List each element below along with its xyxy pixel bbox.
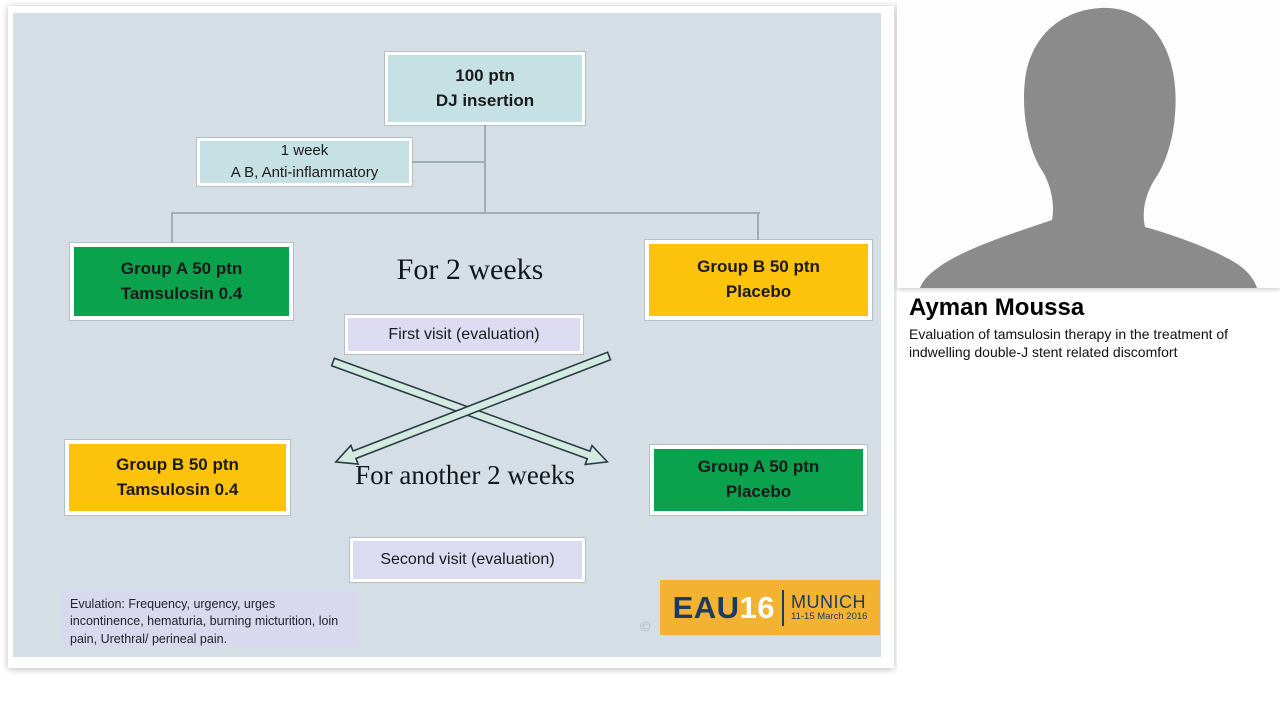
box-group-b-placebo: Group B 50 ptn Placebo — [645, 240, 872, 320]
slide-frame: 100 ptn DJ insertion 1 week A B, Anti-in… — [8, 6, 894, 668]
box-1-week-line2: A B, Anti-inflammatory — [230, 164, 379, 181]
group-b-bottom-line2: Tamsulosin 0.4 — [116, 479, 239, 499]
group-a-bottom-line1: Group A 50 ptn — [697, 457, 820, 477]
group-b-top-line2: Placebo — [725, 282, 792, 301]
speaker-panel: Ayman Moussa Evaluation of tamsulosin th… — [897, 0, 1280, 720]
box-group-a-tamsulosin: Group A 50 ptn Tamsulosin 0.4 — [70, 243, 293, 320]
logo-brand-text: EAU16 — [673, 592, 775, 623]
box-group-a-placebo: Group A 50 ptn Placebo — [650, 445, 867, 515]
box-1-week: 1 week A B, Anti-inflammatory — [197, 138, 412, 186]
logo-eau-text: EAU — [672, 590, 740, 625]
group-b-top-line1: Group B 50 ptn — [697, 257, 820, 277]
group-b-bottom-line1: Group B 50 ptn — [116, 454, 239, 474]
logo-dates-text: 11-15 March 2016 — [791, 610, 868, 622]
box-1-week-line1: 1 week — [280, 141, 329, 159]
person-silhouette-icon — [920, 7, 1257, 288]
connector-week-horizontal — [412, 161, 485, 163]
box-second-visit: Second visit (evaluation) — [350, 538, 585, 582]
evaluation-note: Evulation: Frequency, urgency, urges inc… — [62, 590, 358, 646]
talk-title: Evaluation of tamsulosin therapy in the … — [909, 326, 1229, 360]
group-a-top-line2: Tamsulosin 0.4 — [120, 283, 243, 303]
logo-divider — [782, 589, 785, 626]
connector-top-vertical — [484, 125, 486, 214]
group-a-bottom-line2: Placebo — [725, 482, 792, 501]
logo-city-text: MUNICH — [791, 592, 867, 613]
crossover-arrows-icon — [330, 351, 612, 466]
speaker-avatar — [897, 0, 1280, 288]
connector-right-drop — [757, 212, 759, 242]
connector-left-drop — [171, 212, 173, 245]
eau16-munich-logo: EAU16 MUNICH 11-15 March 2016 — [660, 580, 880, 635]
box-group-b-tamsulosin: Group B 50 ptn Tamsulosin 0.4 — [65, 440, 290, 515]
copyright-mark: © — [640, 618, 651, 634]
box-first-visit: First visit (evaluation) — [345, 315, 583, 354]
logo-year-text: 16 — [739, 590, 776, 625]
box-100-ptn-line1: 100 ptn — [455, 65, 515, 85]
study-design-flowchart: 100 ptn DJ insertion 1 week A B, Anti-in… — [13, 13, 881, 657]
connector-main-horizontal — [171, 212, 760, 214]
label-for-another-2-weeks: For another 2 weeks — [355, 460, 575, 490]
group-a-top-line1: Group A 50 ptn — [120, 258, 243, 278]
logo-location-block: MUNICH 11-15 March 2016 — [791, 593, 867, 622]
box-100-ptn: 100 ptn DJ insertion — [385, 52, 585, 125]
speaker-name: Ayman Moussa — [909, 294, 1085, 321]
box-100-ptn-line2: DJ insertion — [435, 90, 535, 110]
label-for-2-weeks: For 2 weeks — [396, 253, 544, 286]
